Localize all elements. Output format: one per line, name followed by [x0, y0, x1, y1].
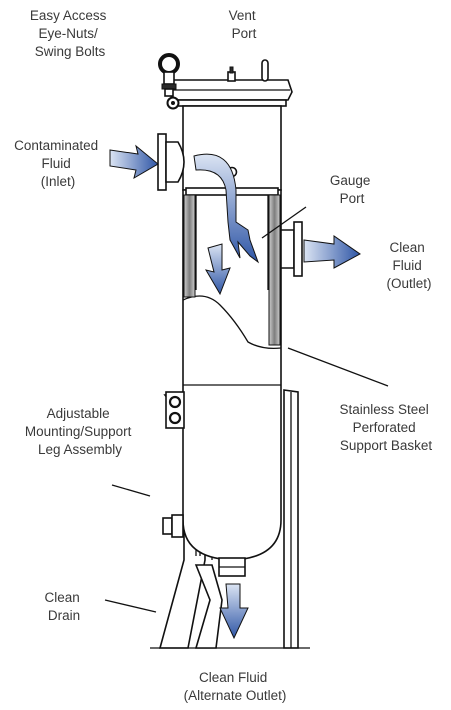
vent-port	[227, 59, 269, 82]
alternate-outlet-label: Clean Fluid (Alternate Outlet)	[184, 670, 287, 703]
alternate-outlet-flow-arrow	[219, 583, 249, 640]
basket-flow-arrow	[204, 243, 231, 296]
vessel-body	[167, 79, 293, 577]
outlet-nozzle	[280, 221, 303, 277]
inlet-flow-arrow	[109, 144, 159, 180]
leader-lines	[104, 206, 389, 613]
eye-nut-swing-bolt	[158, 53, 180, 110]
drain-label: Clean Drain	[44, 590, 83, 623]
outlet-flow-arrow	[303, 235, 361, 269]
perforated-basket	[183, 194, 281, 346]
inlet-label: Contaminated Fluid (Inlet)	[14, 138, 102, 189]
basket-label: Stainless Steel Perforated Support Baske…	[339, 402, 432, 453]
gauge-port-label: Gauge Port	[330, 173, 374, 206]
outlet-label: Clean Fluid (Outlet)	[386, 240, 431, 291]
leg-adjuster-clamp	[165, 391, 185, 429]
inlet-nozzle	[157, 133, 185, 191]
leg-label: Adjustable Mounting/Support Leg Assembly	[25, 406, 135, 457]
flow-arrows	[109, 144, 361, 640]
vent-port-label: Vent Port	[229, 8, 260, 41]
drain-plug	[162, 514, 184, 538]
internal-flow-arrow	[193, 153, 260, 264]
eye-nuts-label: Easy Access Eye-Nuts/ Swing Bolts	[30, 8, 110, 59]
